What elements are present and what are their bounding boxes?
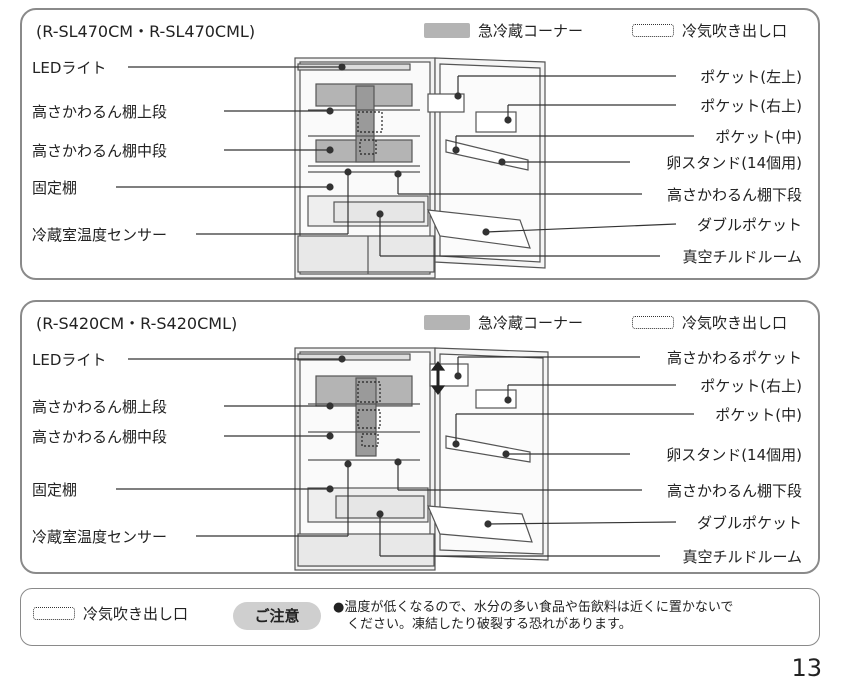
label-fixed-shelf: 固定棚: [32, 179, 78, 197]
legend-quick-chill: 急冷蔵コーナー: [424, 312, 583, 333]
label-shelf-middle: 高さかわるん棚中段: [32, 142, 168, 160]
label-temp-sensor: 冷蔵室温度センサー: [32, 528, 168, 546]
legend-cold-outlet: 冷気吹き出し口: [632, 312, 787, 333]
label-shelf-lower: 高さかわるん棚下段: [666, 482, 802, 500]
legend-quick-chill: 急冷蔵コーナー: [424, 20, 583, 41]
model-title: (R-SL470CM・R-SL470CML): [36, 22, 256, 41]
label-led-light: LEDライト: [32, 59, 107, 77]
label-shelf-lower: 高さかわるん棚下段: [666, 186, 802, 204]
label-egg-stand: 卵スタンド(14個用): [666, 446, 802, 464]
caution-badge: ご注意: [233, 602, 321, 630]
dotted-swatch-icon: [632, 24, 674, 37]
label-double-pocket: ダブルポケット: [696, 216, 802, 234]
model-title: (R-S420CM・R-S420CML): [36, 314, 238, 333]
caution-note-box: 冷気吹き出し口 ご注意 ●温度が低くなるので、水分の多い食品や缶飲料は近くに置か…: [20, 588, 820, 646]
dotted-swatch-icon: [33, 607, 75, 620]
legend-cold-outlet: 冷気吹き出し口: [632, 20, 787, 41]
label-egg-stand: 卵スタンド(14個用): [666, 154, 802, 172]
label-double-pocket: ダブルポケット: [696, 514, 802, 532]
label-chilled-room: 真空チルドルーム: [682, 248, 802, 266]
page-number: 13: [791, 654, 822, 682]
label-pocket-upper-right: ポケット(右上): [700, 377, 802, 395]
label-chilled-room: 真空チルドルーム: [682, 548, 802, 566]
label-pocket-upper-right: ポケット(右上): [700, 97, 802, 115]
label-pocket-middle: ポケット(中): [715, 128, 802, 146]
note-legend-cold-outlet: 冷気吹き出し口: [33, 603, 188, 624]
label-fixed-shelf: 固定棚: [32, 481, 78, 499]
caution-text: ●温度が低くなるので、水分の多い食品や缶飲料は近くに置かないで ください。凍結し…: [333, 600, 734, 632]
label-shelf-upper: 高さかわるん棚上段: [32, 103, 168, 121]
gray-swatch-icon: [424, 315, 470, 330]
label-pocket-middle: ポケット(中): [715, 406, 802, 424]
dotted-swatch-icon: [632, 316, 674, 329]
label-pocket-upper-left: ポケット(左上): [700, 68, 802, 86]
label-led-light: LEDライト: [32, 351, 107, 369]
gray-swatch-icon: [424, 23, 470, 38]
label-shelf-middle: 高さかわるん棚中段: [32, 428, 168, 446]
label-adjustable-pocket: 高さかわるポケット: [666, 349, 802, 367]
label-temp-sensor: 冷蔵室温度センサー: [32, 226, 168, 244]
label-shelf-upper: 高さかわるん棚上段: [32, 398, 168, 416]
